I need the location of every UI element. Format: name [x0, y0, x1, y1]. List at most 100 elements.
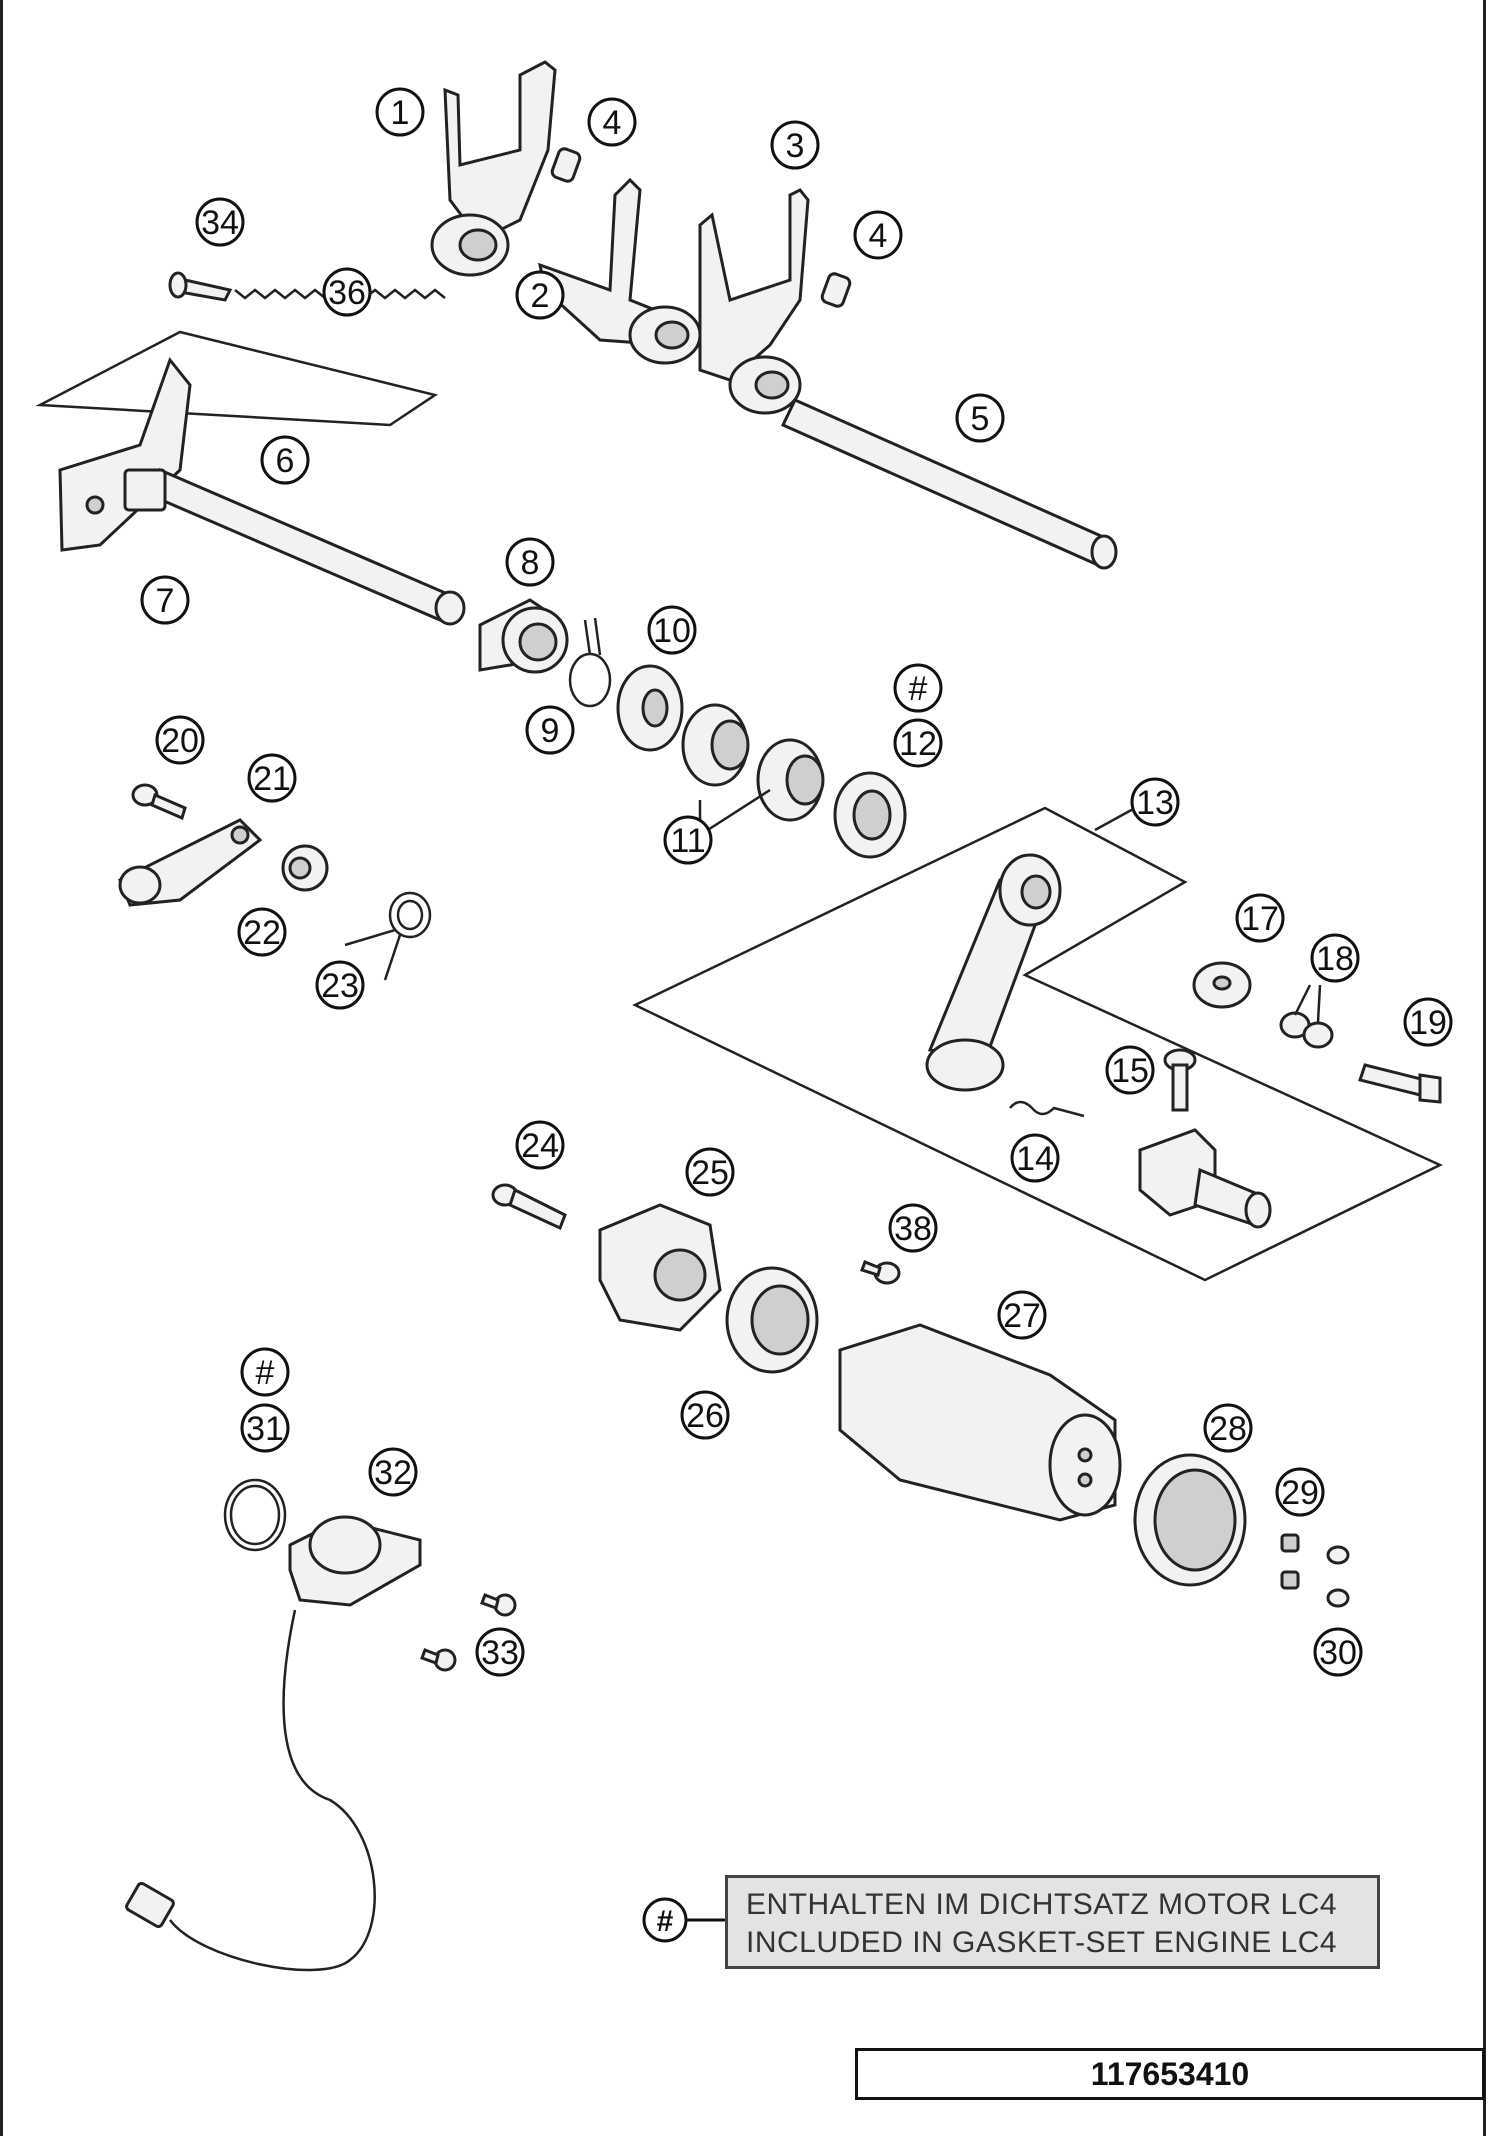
callout-label: 18 — [1316, 940, 1354, 978]
callout-2: 2 — [515, 270, 565, 320]
callout-13: 13 — [1130, 777, 1180, 827]
callout-18: 18 — [1310, 933, 1360, 983]
callout-circle — [663, 815, 713, 865]
callout-circle — [315, 960, 365, 1010]
callout-28: 28 — [1203, 1403, 1253, 1453]
callout-label: 17 — [1241, 900, 1279, 938]
shift-fork-1 — [430, 60, 557, 277]
o-ring-31 — [223, 1478, 287, 1552]
callout-label: # — [256, 1354, 275, 1392]
shift-shaft-6 — [58, 356, 466, 626]
callout-circle — [680, 1390, 730, 1440]
callout-12: 12 — [893, 718, 943, 768]
callout-circle — [155, 715, 205, 765]
svg-text:#: # — [657, 1905, 674, 1938]
legend-line-en: INCLUDED IN GASKET-SET ENGINE LC4 — [746, 1926, 1338, 1959]
screws-29 — [1280, 1533, 1300, 1590]
assembly-outline-34-36 — [35, 330, 439, 427]
bolt-24 — [491, 1183, 567, 1231]
bolt-19 — [1358, 1063, 1442, 1104]
shift-lever-13 — [925, 853, 1062, 1092]
needle-bearing-11a — [681, 703, 750, 787]
callout-38: 38 — [888, 1203, 938, 1253]
callout-21: 21 — [247, 753, 297, 803]
callout-label: 4 — [603, 104, 622, 142]
callout-circle — [1203, 1403, 1253, 1453]
callout-4: 4 — [587, 97, 637, 147]
callout-9: 9 — [525, 705, 575, 755]
callout-circle — [525, 705, 575, 755]
callout-label: 24 — [521, 1127, 559, 1165]
callout-circle — [475, 1627, 525, 1677]
callout-circle — [587, 97, 637, 147]
callout-label: 10 — [653, 612, 691, 650]
callout-label: 15 — [1111, 1052, 1149, 1090]
lever-21 — [118, 818, 263, 907]
legend-box: ENTHALTEN IM DICHTSATZ MOTOR LC4 INCLUDE… — [725, 1875, 1380, 1969]
callout-circle — [515, 270, 565, 320]
callout-circle — [955, 393, 1005, 443]
reference-number: 117653410 — [855, 2048, 1485, 2100]
callout-label: # — [909, 670, 928, 708]
washer-17 — [1192, 961, 1252, 1009]
callout-32: 32 — [368, 1447, 418, 1497]
callout-circle — [195, 197, 245, 247]
lock-washer-18 — [1279, 984, 1334, 1049]
callout-label: 6 — [276, 442, 295, 480]
callout-label: 2 — [531, 277, 550, 315]
callout-label: 38 — [894, 1210, 932, 1248]
callout-10: 10 — [647, 605, 697, 655]
pin-15 — [1163, 1048, 1197, 1112]
shift-fork-2 — [538, 177, 702, 365]
callout-circle — [647, 605, 697, 655]
callout-circle — [260, 435, 310, 485]
callout-label: 30 — [1319, 1634, 1357, 1672]
callout-label: 22 — [243, 914, 281, 952]
callout-11: 11 — [663, 815, 713, 865]
callout-circle — [515, 1120, 565, 1170]
callout-36: 36 — [322, 267, 372, 317]
callout-31: 31 — [240, 1403, 290, 1453]
callout-label: 20 — [161, 722, 199, 760]
legend-symbol: # — [642, 1897, 725, 1943]
callout-label: 13 — [1136, 784, 1174, 822]
callout-circle — [997, 1290, 1047, 1340]
circlip-9 — [568, 617, 612, 708]
callout-circle — [1310, 933, 1360, 983]
callout-label: 21 — [253, 760, 291, 798]
shaft-seal-12 — [833, 771, 907, 859]
callout-circle — [505, 537, 555, 587]
screw-38 — [860, 1260, 901, 1285]
callout-circle — [1313, 1627, 1363, 1677]
bearing-26 — [725, 1266, 819, 1374]
spring-23 — [344, 891, 432, 981]
callout-circle — [140, 575, 190, 625]
callout-17: 17 — [1235, 893, 1285, 943]
callout-label: 34 — [201, 204, 239, 242]
shift-drum-27 — [838, 1323, 1122, 1522]
callout-hash: # — [893, 663, 943, 713]
callout-circle — [853, 210, 903, 260]
callout-circle — [893, 663, 943, 713]
clamp-part — [1138, 1128, 1272, 1229]
callout-33: 33 — [475, 1627, 525, 1677]
callout-circle — [1403, 997, 1453, 1047]
shift-shaft-roller-7 — [123, 468, 167, 512]
callout-label: 26 — [686, 1397, 724, 1435]
callout-circle — [1235, 893, 1285, 943]
callout-circle — [1105, 1045, 1155, 1095]
callout-23: 23 — [315, 960, 365, 1010]
shift-drum-locating-25 — [598, 1203, 722, 1332]
callout-25: 25 — [685, 1147, 735, 1197]
shift-fork-3 — [698, 188, 810, 415]
callout-4: 4 — [853, 210, 903, 260]
callout-label: 9 — [541, 712, 560, 750]
callout-circle — [1130, 777, 1180, 827]
callout-label: 1 — [391, 94, 410, 132]
callout-15: 15 — [1105, 1045, 1155, 1095]
callout-label: 7 — [156, 582, 175, 620]
guide-pin-4b — [820, 272, 852, 308]
callout-circle — [770, 120, 820, 170]
